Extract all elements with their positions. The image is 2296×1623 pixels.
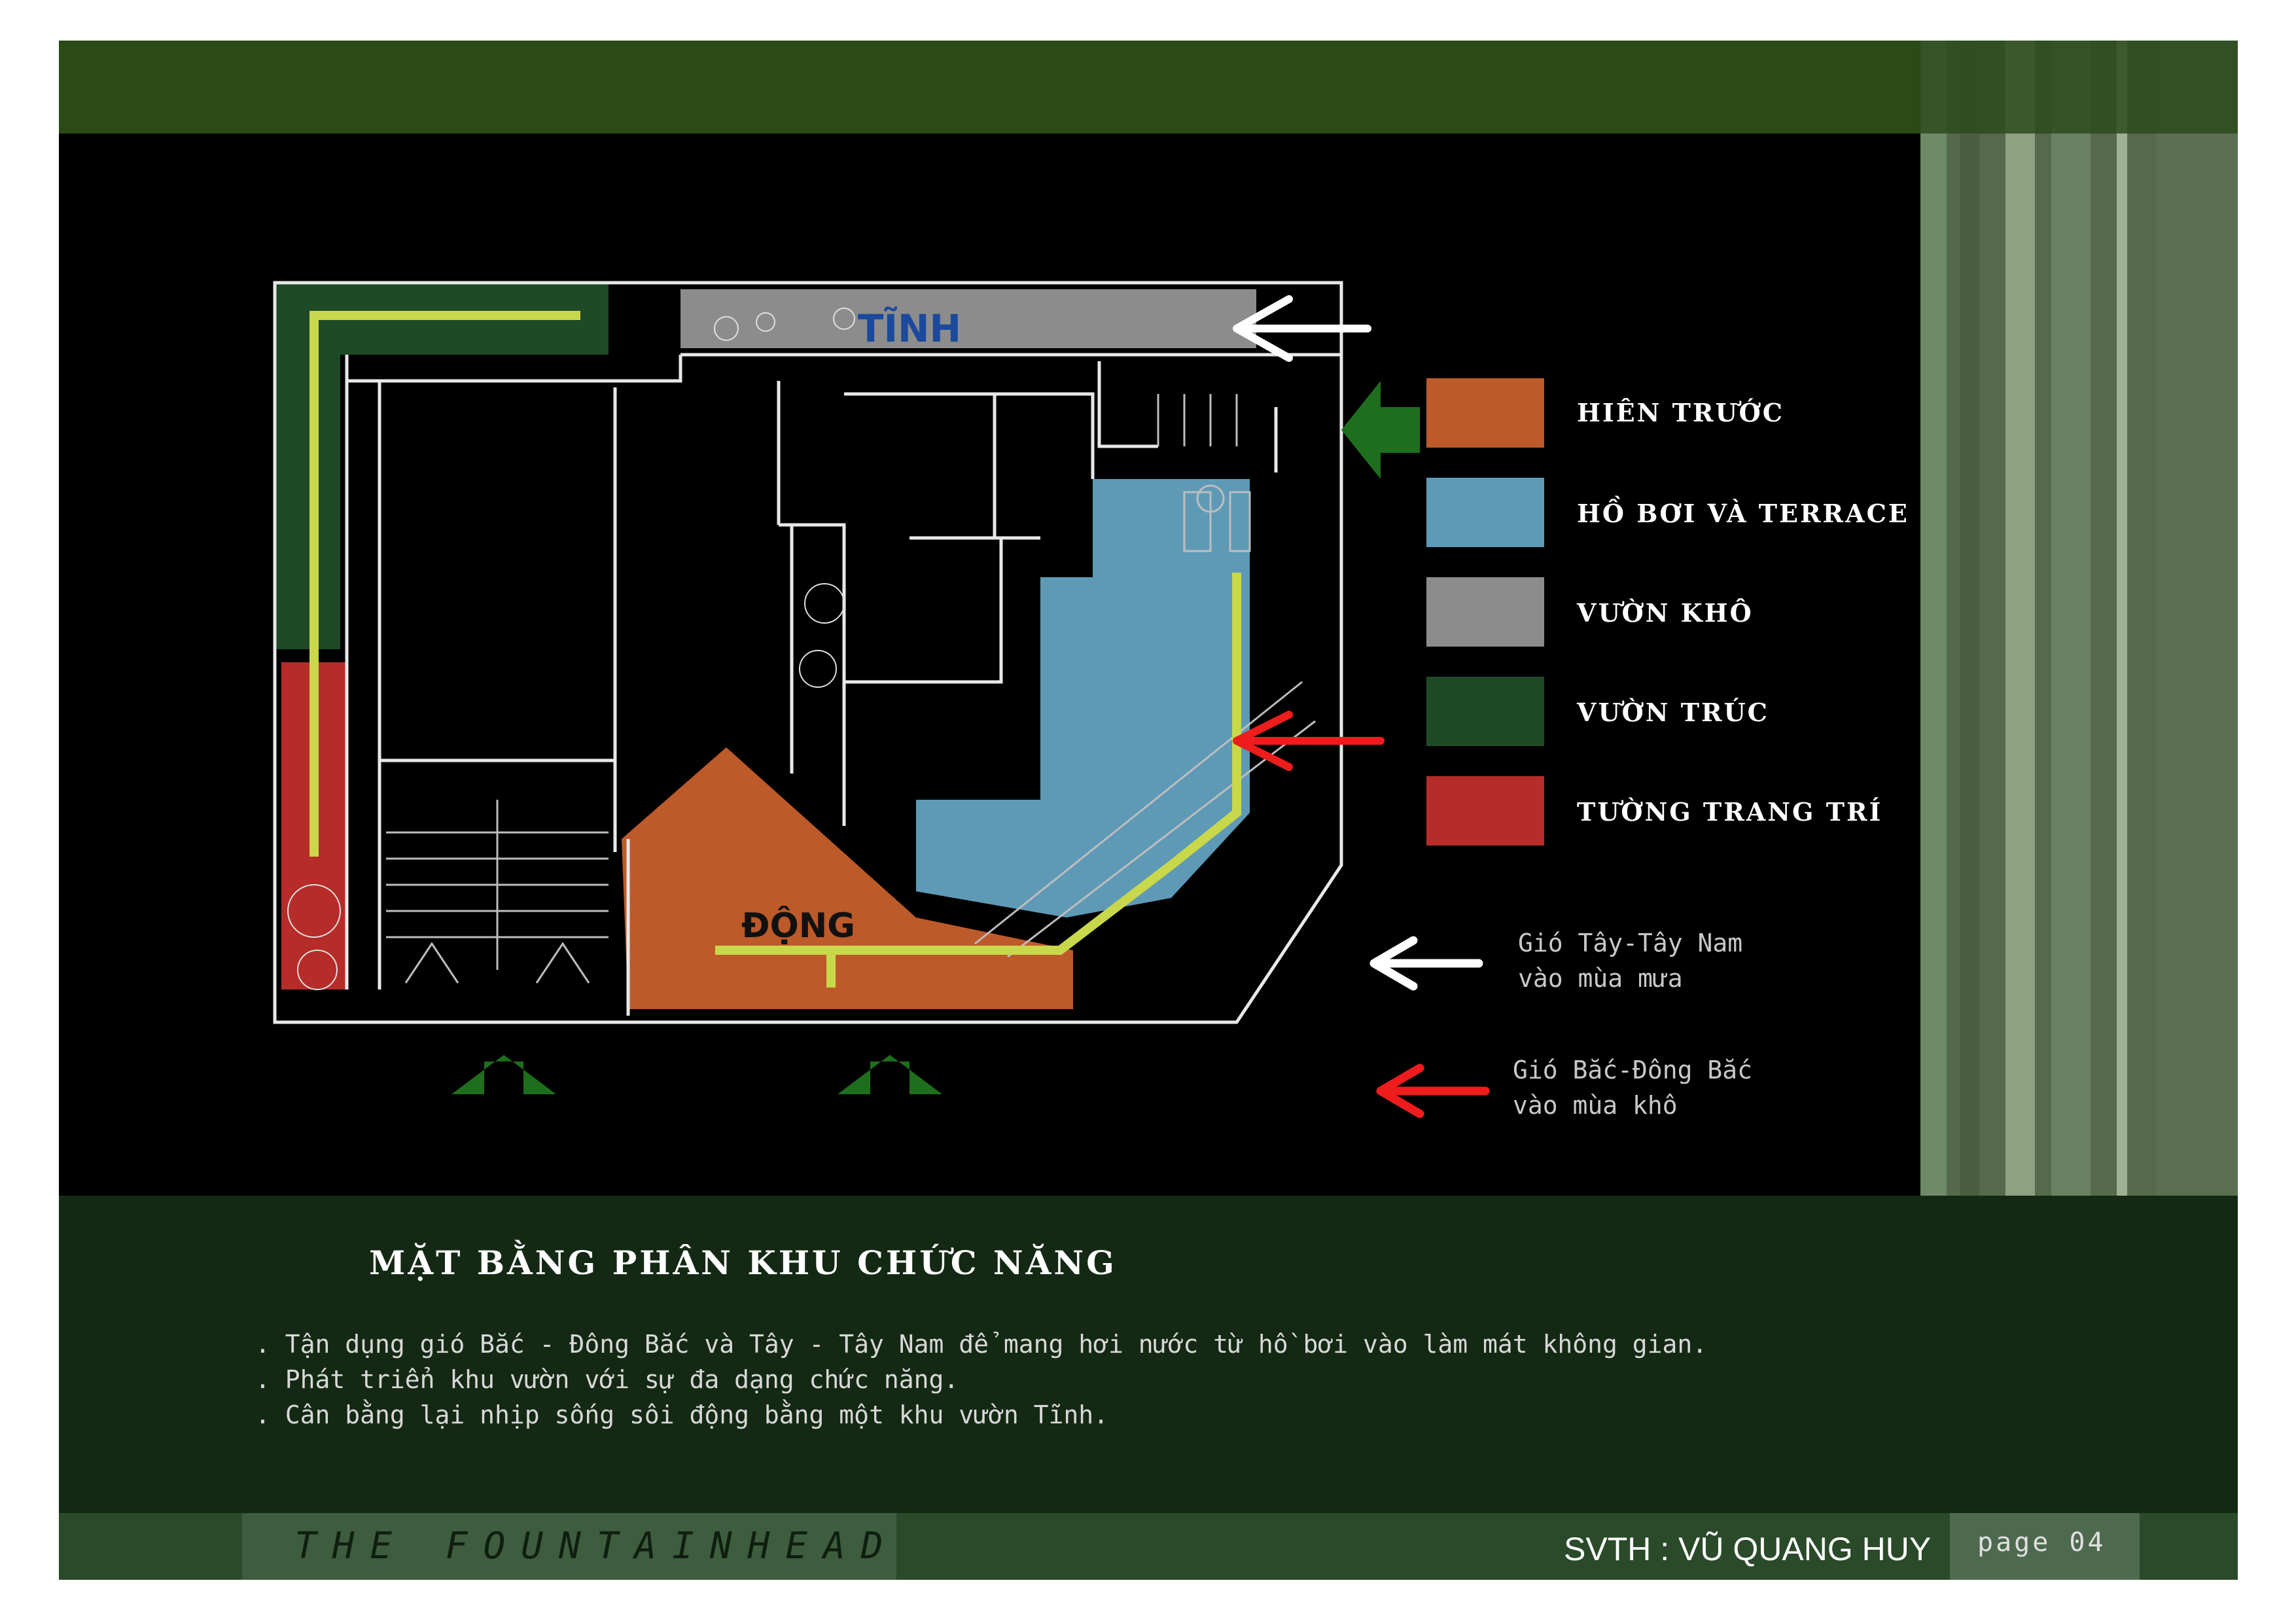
entrance-arrow-icon (451, 1055, 556, 1094)
project-title: THE FOUNTAINHEAD (294, 1525, 899, 1567)
author-name: SVTH : VŨ QUANG HUY (1564, 1531, 1932, 1567)
dynamic-zone-label: ĐỘNG (741, 906, 855, 946)
wind-legend-west-text: Gió Tây-Tây Nam vào mùa mưa (1518, 925, 1742, 996)
legend-swatch-bamboo-garden (1426, 677, 1544, 746)
footer-title-box (242, 1513, 896, 1580)
wind-west-line1: Gió Tây-Tây Nam (1518, 929, 1743, 957)
legend-swatch-decorative-wall (1426, 776, 1544, 846)
presentation-sheet: TĨNH ĐỘNG HIÊN TRƯỚC HỒ BƠI VÀ TERRACE V… (59, 41, 2238, 1580)
legend-label-front-porch: HIÊN TRƯỚC (1577, 398, 1784, 427)
wind-legend-arrow-white-icon (1369, 936, 1483, 991)
bamboo-garden-zone (275, 283, 609, 649)
section-title: MẶT BẰNG PHÂN KHU CHỨC NĂNG (369, 1243, 1117, 1282)
west-wind-arrow-icon (1233, 295, 1371, 362)
legend-label-bamboo-garden: VƯỜN TRÚC (1577, 698, 1769, 727)
dry-garden-zone (680, 289, 1256, 348)
note-line-1: . Tận dụng gió Bắc - Đông Bắc và Tây - T… (255, 1330, 1708, 1359)
pool-terrace-zone (916, 479, 1250, 918)
page-number: page 04 (1977, 1527, 2106, 1558)
static-zone-label: TĨNH (858, 306, 961, 351)
legend-swatch-front-porch (1426, 378, 1544, 448)
wind-west-line2: vào mùa mưa (1518, 964, 1683, 993)
legend-swatch-dry-garden (1426, 577, 1544, 647)
wind-north-line1: Gió Bắc-Đông Bắc (1513, 1056, 1753, 1084)
front-porch-zone (622, 747, 1073, 1009)
entrance-arrow-icon (838, 1055, 942, 1094)
top-band (59, 41, 2238, 134)
wind-legend-north-text: Gió Bắc-Đông Bắc vào mùa khô (1513, 1052, 1752, 1123)
legend-label-decorative-wall: TƯỜNG TRANG TRÍ (1577, 797, 1883, 827)
decorative-stripes (1920, 41, 2238, 1196)
footer-page-box (1950, 1513, 2140, 1580)
north-wind-arrow-icon (1233, 711, 1385, 771)
description-band (59, 1196, 2238, 1514)
legend-label-dry-garden: VƯỜN KHÔ (1577, 598, 1754, 628)
note-line-3: . Cân bằng lại nhịp sống sôi động bằng m… (255, 1400, 1109, 1429)
wind-north-line2: vào mùa khô (1513, 1091, 1678, 1120)
floor-plan: TĨNH ĐỘNG (273, 281, 1420, 1094)
legend-swatch-pool-terrace (1426, 478, 1544, 547)
note-line-2: . Phát triển khu vườn với sự đa dạng chứ… (255, 1365, 959, 1394)
legend-label-pool-terrace: HỒ BƠI VÀ TERRACE (1577, 499, 1909, 528)
wind-legend-arrow-red-icon (1376, 1063, 1490, 1118)
side-entrance-arrow-icon (1341, 381, 1420, 479)
